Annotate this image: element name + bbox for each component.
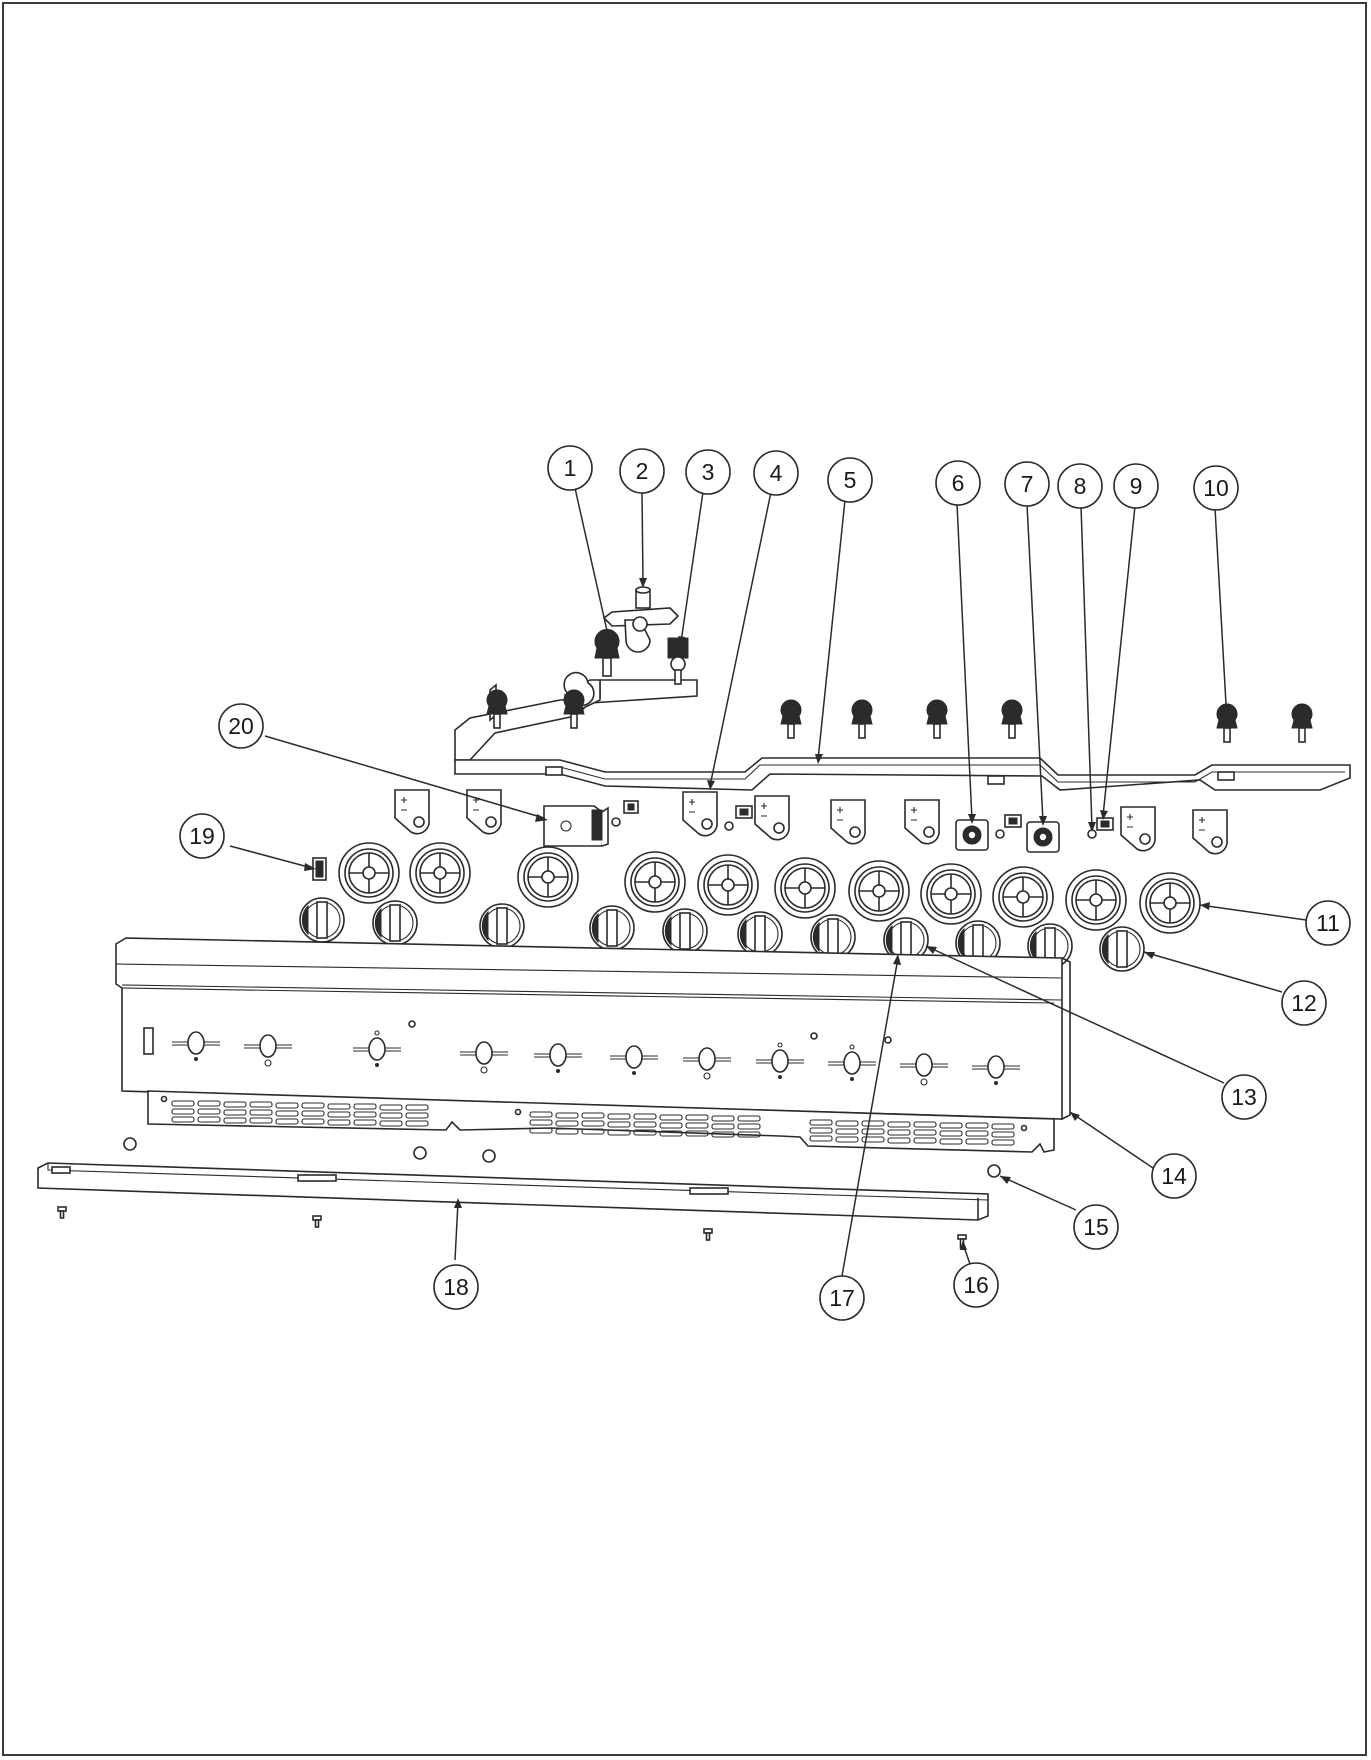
pressure-regulator-part-2 bbox=[602, 586, 680, 653]
switch-part-7 bbox=[1026, 821, 1060, 853]
svg-text:14: 14 bbox=[1161, 1163, 1187, 1189]
svg-text:4: 4 bbox=[770, 460, 783, 486]
callout-7: 7 bbox=[1004, 461, 1050, 507]
callout-18: 18 bbox=[433, 1264, 479, 1310]
callout-6: 6 bbox=[935, 460, 981, 506]
svg-text:6: 6 bbox=[952, 470, 965, 496]
switch-part-6 bbox=[955, 819, 989, 851]
knob-icon bbox=[589, 905, 635, 951]
callout-17: 17 bbox=[819, 1275, 865, 1321]
svg-text:9: 9 bbox=[1130, 473, 1143, 499]
knob-bezels bbox=[338, 842, 1201, 934]
bezel-icon bbox=[774, 857, 836, 919]
valve-part-1 bbox=[594, 628, 620, 677]
svg-text:17: 17 bbox=[829, 1285, 855, 1311]
callout-10: 10 bbox=[1193, 465, 1239, 511]
callout-15: 15 bbox=[1073, 1204, 1119, 1250]
callout-1: 1 bbox=[547, 445, 593, 491]
knob-openings bbox=[172, 1030, 1020, 1086]
knob-icon bbox=[662, 908, 708, 954]
svg-text:13: 13 bbox=[1231, 1084, 1257, 1110]
valve-icon bbox=[926, 699, 948, 739]
knob-icon bbox=[1099, 926, 1145, 972]
valve-icon bbox=[486, 689, 508, 729]
callout-3: 3 bbox=[685, 449, 731, 495]
bezel-icon bbox=[992, 866, 1054, 928]
svg-text:11: 11 bbox=[1316, 910, 1340, 936]
valve-part-3 bbox=[667, 637, 689, 685]
svg-text:15: 15 bbox=[1083, 1214, 1109, 1240]
bracket-icon bbox=[830, 799, 866, 845]
bezel-icon bbox=[624, 851, 686, 913]
valve-icon bbox=[851, 699, 873, 739]
bezel-icon bbox=[848, 860, 910, 922]
valve-brackets bbox=[394, 789, 1228, 855]
valve-icon bbox=[1291, 703, 1313, 743]
bezel-icon bbox=[1065, 869, 1127, 931]
svg-text:7: 7 bbox=[1021, 471, 1034, 497]
valve-icon bbox=[1001, 699, 1023, 739]
knob-icon bbox=[372, 900, 418, 946]
bezel-icon bbox=[920, 863, 982, 925]
svg-text:2: 2 bbox=[636, 458, 649, 484]
svg-text:16: 16 bbox=[963, 1272, 989, 1298]
small-clips bbox=[611, 800, 1114, 839]
svg-text:18: 18 bbox=[443, 1274, 469, 1300]
callouts: 1 2 3 4 5 6 7 8 9 10 11 12 13 14 15 16 1… bbox=[179, 445, 1351, 1321]
svg-text:5: 5 bbox=[844, 467, 857, 493]
svg-text:20: 20 bbox=[228, 713, 254, 739]
callout-14: 14 bbox=[1151, 1153, 1197, 1199]
svg-text:3: 3 bbox=[702, 459, 715, 485]
vent-slots bbox=[171, 1100, 1015, 1146]
svg-text:10: 10 bbox=[1203, 475, 1229, 501]
callout-16: 16 bbox=[953, 1262, 999, 1308]
bracket-icon bbox=[466, 789, 502, 835]
control-panel-part-14 bbox=[115, 937, 1071, 1153]
control-knobs bbox=[299, 897, 1145, 972]
burner-valves bbox=[486, 689, 1313, 743]
callout-9: 9 bbox=[1113, 463, 1159, 509]
knob-icon bbox=[883, 917, 929, 963]
callout-13: 13 bbox=[1221, 1074, 1267, 1120]
bezel-icon bbox=[409, 842, 471, 904]
bracket-icon bbox=[682, 791, 718, 837]
control-module-part-20 bbox=[543, 805, 609, 847]
trim-rail-part-18 bbox=[37, 1162, 989, 1221]
svg-text:19: 19 bbox=[189, 823, 215, 849]
bezel-icon bbox=[697, 854, 759, 916]
arrowheads bbox=[304, 578, 1231, 1250]
svg-text:12: 12 bbox=[1291, 990, 1317, 1016]
bracket-icon bbox=[754, 795, 790, 841]
svg-text:8: 8 bbox=[1074, 473, 1087, 499]
bezel-icon bbox=[1139, 872, 1201, 934]
svg-text:1: 1 bbox=[564, 455, 577, 481]
bracket-icon bbox=[904, 799, 940, 845]
bracket-icon bbox=[1120, 806, 1156, 852]
knob-icon bbox=[299, 897, 345, 943]
bezel-icon bbox=[517, 846, 579, 908]
callout-12: 12 bbox=[1281, 980, 1327, 1026]
knob-icon bbox=[737, 911, 783, 957]
bezel-icon bbox=[338, 842, 400, 904]
knob-icon bbox=[479, 903, 525, 949]
callout-11: 11 bbox=[1305, 900, 1351, 946]
callout-2: 2 bbox=[619, 448, 665, 494]
callout-4: 4 bbox=[753, 450, 799, 496]
leader-lines bbox=[229, 487, 1307, 1277]
knob-icon bbox=[810, 914, 856, 960]
callout-19: 19 bbox=[179, 813, 225, 859]
callout-8: 8 bbox=[1057, 463, 1103, 509]
bracket-icon bbox=[1192, 809, 1228, 855]
gas-manifold-pipe bbox=[454, 671, 1351, 791]
callout-20: 20 bbox=[218, 703, 264, 749]
bracket-icon bbox=[394, 789, 430, 835]
grommets bbox=[123, 1137, 1001, 1178]
valve-icon bbox=[563, 689, 585, 729]
valve-icon bbox=[780, 699, 802, 739]
callout-5: 5 bbox=[827, 457, 873, 503]
